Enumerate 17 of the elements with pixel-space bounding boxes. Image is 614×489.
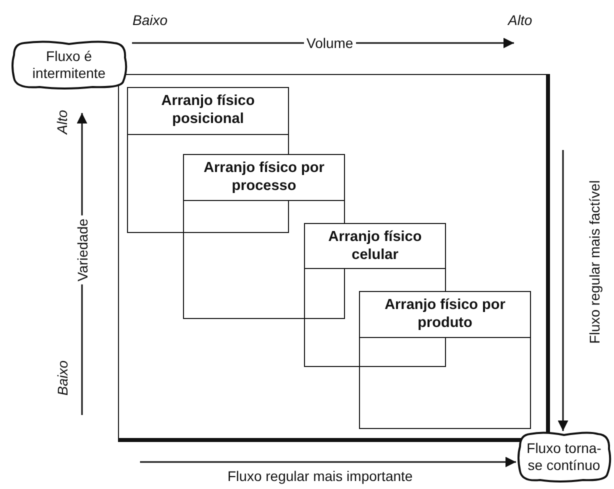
arrow [558, 150, 568, 431]
cloud-shape [10, 40, 128, 90]
cloud-text: Fluxo é intermitente [31, 48, 107, 82]
arrow [140, 456, 516, 468]
layout-box [304, 223, 446, 269]
box-heading: Arranjo físico celular [327, 228, 423, 265]
cloud-text: Fluxo torna-se contínuo [526, 440, 602, 474]
chart-frame [118, 74, 550, 442]
cloud-shape [516, 431, 612, 483]
box-heading: Arranjo físico posicional [160, 92, 256, 129]
layout-box [127, 87, 289, 135]
box-heading: Arranjo físico por produto [384, 296, 506, 333]
layout-box [183, 154, 345, 201]
layout-box [359, 291, 531, 338]
axis-title: Volume [304, 35, 356, 51]
box-heading: Arranjo físico por processo [202, 159, 326, 196]
layout-box-body [359, 336, 531, 429]
